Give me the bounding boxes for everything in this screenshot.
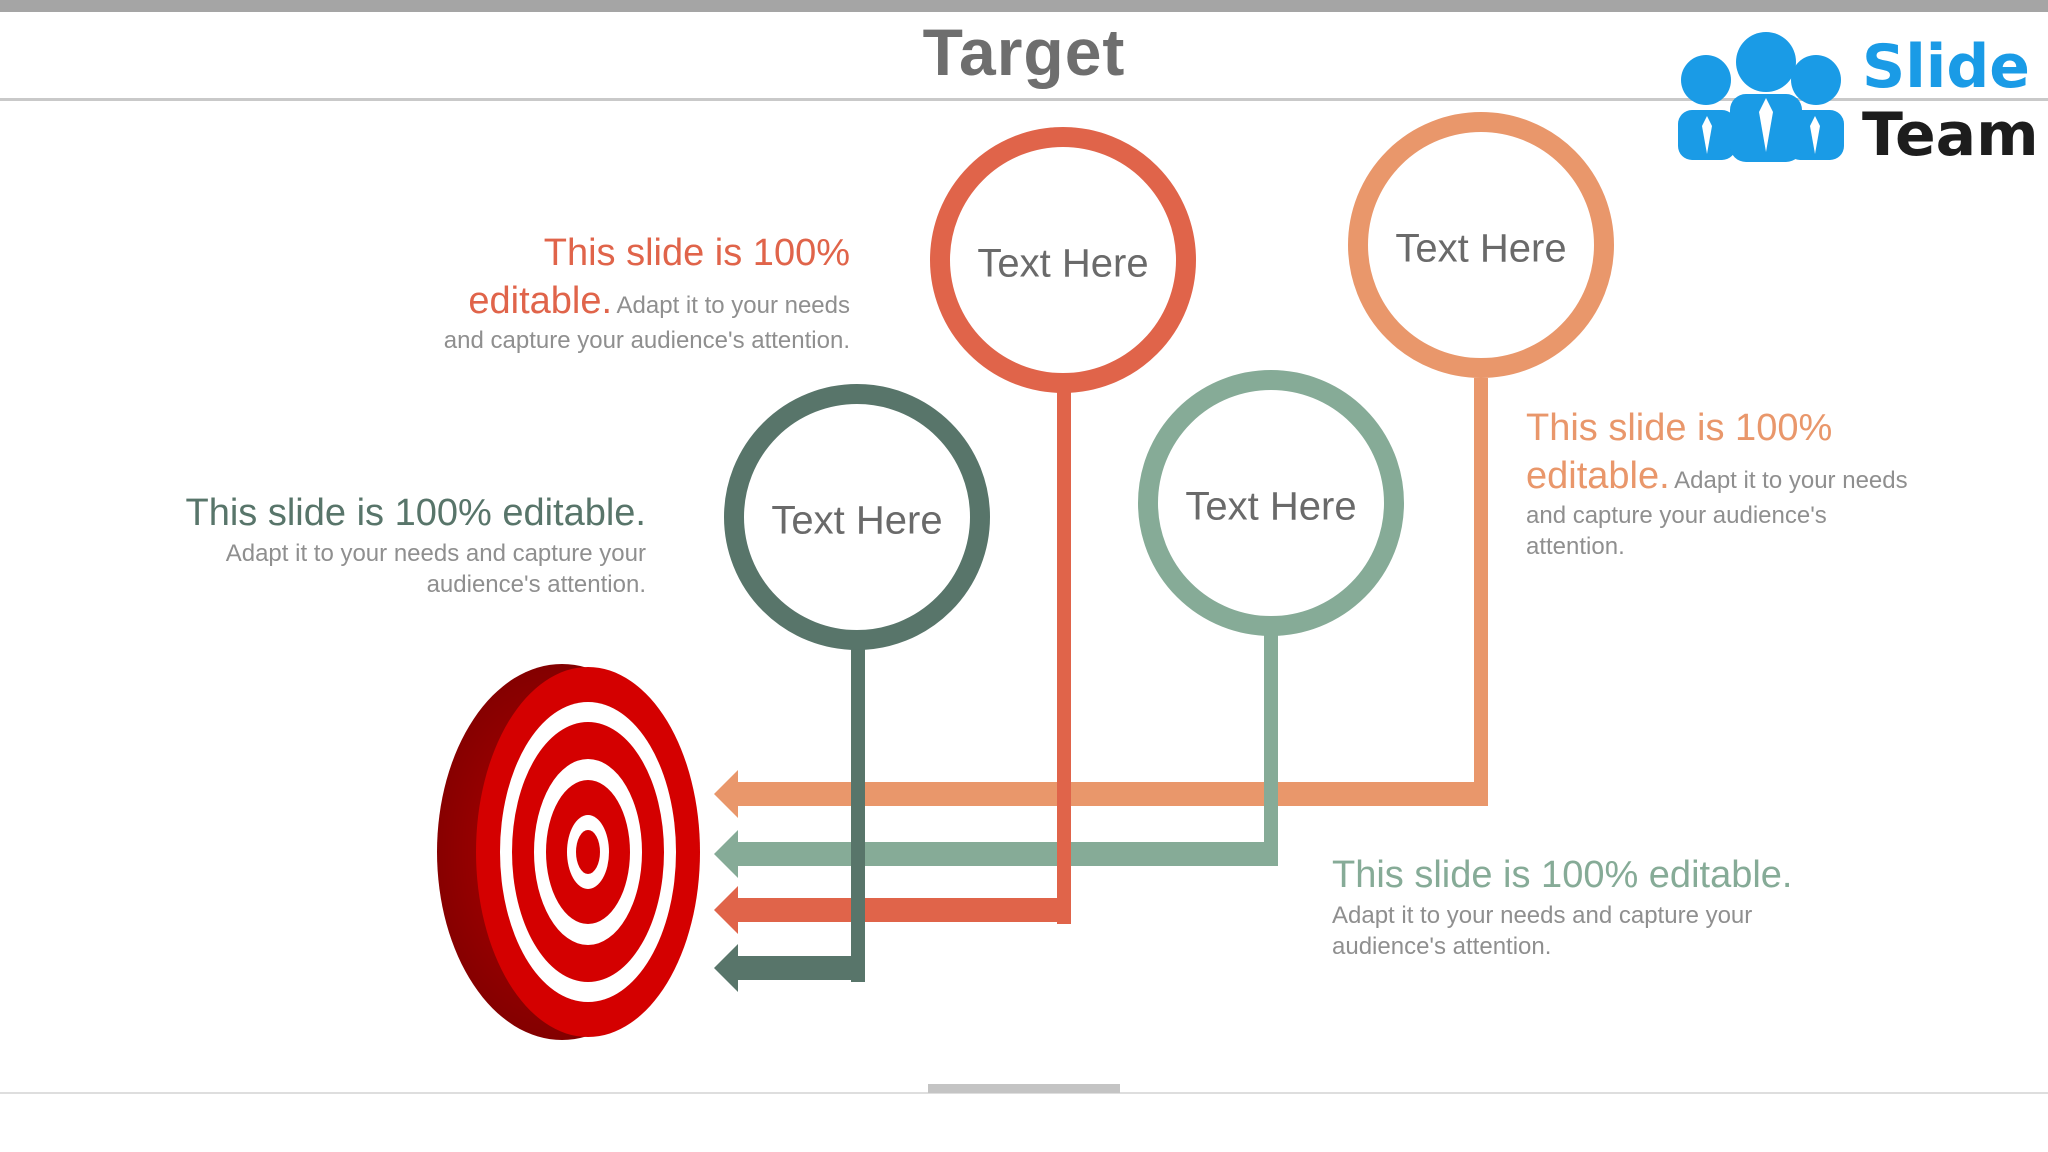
people-group-icon (1678, 32, 1844, 162)
callout-dark-green-heading: This slide is 100% editable. (185, 492, 646, 534)
node-coral-label: Text Here (977, 242, 1148, 286)
slideteam-logo: Slide Team (1666, 28, 2039, 170)
slide-title: Target (922, 15, 1126, 89)
title-divider (0, 98, 2048, 101)
bullseye-target-icon (437, 664, 700, 1040)
callout-orange-heading-a: This slide is 100% (1526, 407, 1833, 449)
node-dark-green-label: Text Here (771, 499, 942, 543)
callout-sage: This slide is 100% editable. Adapt it to… (1332, 852, 1852, 962)
arrow-coral (714, 392, 1071, 934)
bottom-divider (0, 1092, 2048, 1094)
callout-orange-heading-b: editable. (1526, 454, 1670, 497)
callout-sage-heading: This slide is 100% editable. (1332, 854, 1793, 896)
callout-sage-body-2: audience's attention. (1332, 932, 1552, 960)
callout-coral-body: and capture your audience's attention. (443, 327, 850, 354)
callout-orange-body-2: attention. (1526, 533, 1625, 561)
slide-scroll-tab[interactable] (928, 1084, 1120, 1093)
top-bar (0, 0, 2048, 12)
callout-orange-body-1: and capture your audience's (1526, 502, 1827, 529)
arrow-dark-green (714, 646, 865, 992)
callout-sage-body-1: Adapt it to your needs and capture your (1332, 901, 1753, 929)
node-coral: Text Here (930, 127, 1196, 393)
logo-word-slide: Slide (1862, 32, 2030, 102)
node-orange-light-label: Text Here (1395, 227, 1566, 271)
callout-orange-body-inline: Adapt it to your needs (1674, 466, 1908, 494)
node-orange-light: Text Here (1348, 112, 1614, 378)
callout-coral-heading-b: editable. (468, 279, 613, 322)
logo-word-team: Team (1862, 100, 2039, 170)
node-dark-green: Text Here (724, 384, 990, 650)
node-sage: Text Here (1138, 370, 1404, 636)
callout-orange-light: This slide is 100% editable. Adapt it to… (1526, 405, 1966, 562)
callout-coral-body-inline: Adapt it to your needs (616, 291, 850, 319)
callout-coral-line2: editable. Adapt it to your needs (380, 278, 850, 326)
callout-coral-heading-a: This slide is 100% (543, 232, 850, 274)
callout-dark-green-body-1: Adapt it to your needs and capture your (225, 539, 646, 567)
callout-orange-line2: editable. Adapt it to your needs (1526, 453, 1966, 501)
callout-dark-green-body-2: audience's attention. (426, 570, 646, 598)
callout-dark-green: This slide is 100% editable. Adapt it to… (150, 490, 646, 600)
arrow-sage (714, 634, 1278, 878)
node-sage-label: Text Here (1185, 485, 1356, 529)
callout-coral: This slide is 100% editable. Adapt it to… (380, 230, 850, 356)
